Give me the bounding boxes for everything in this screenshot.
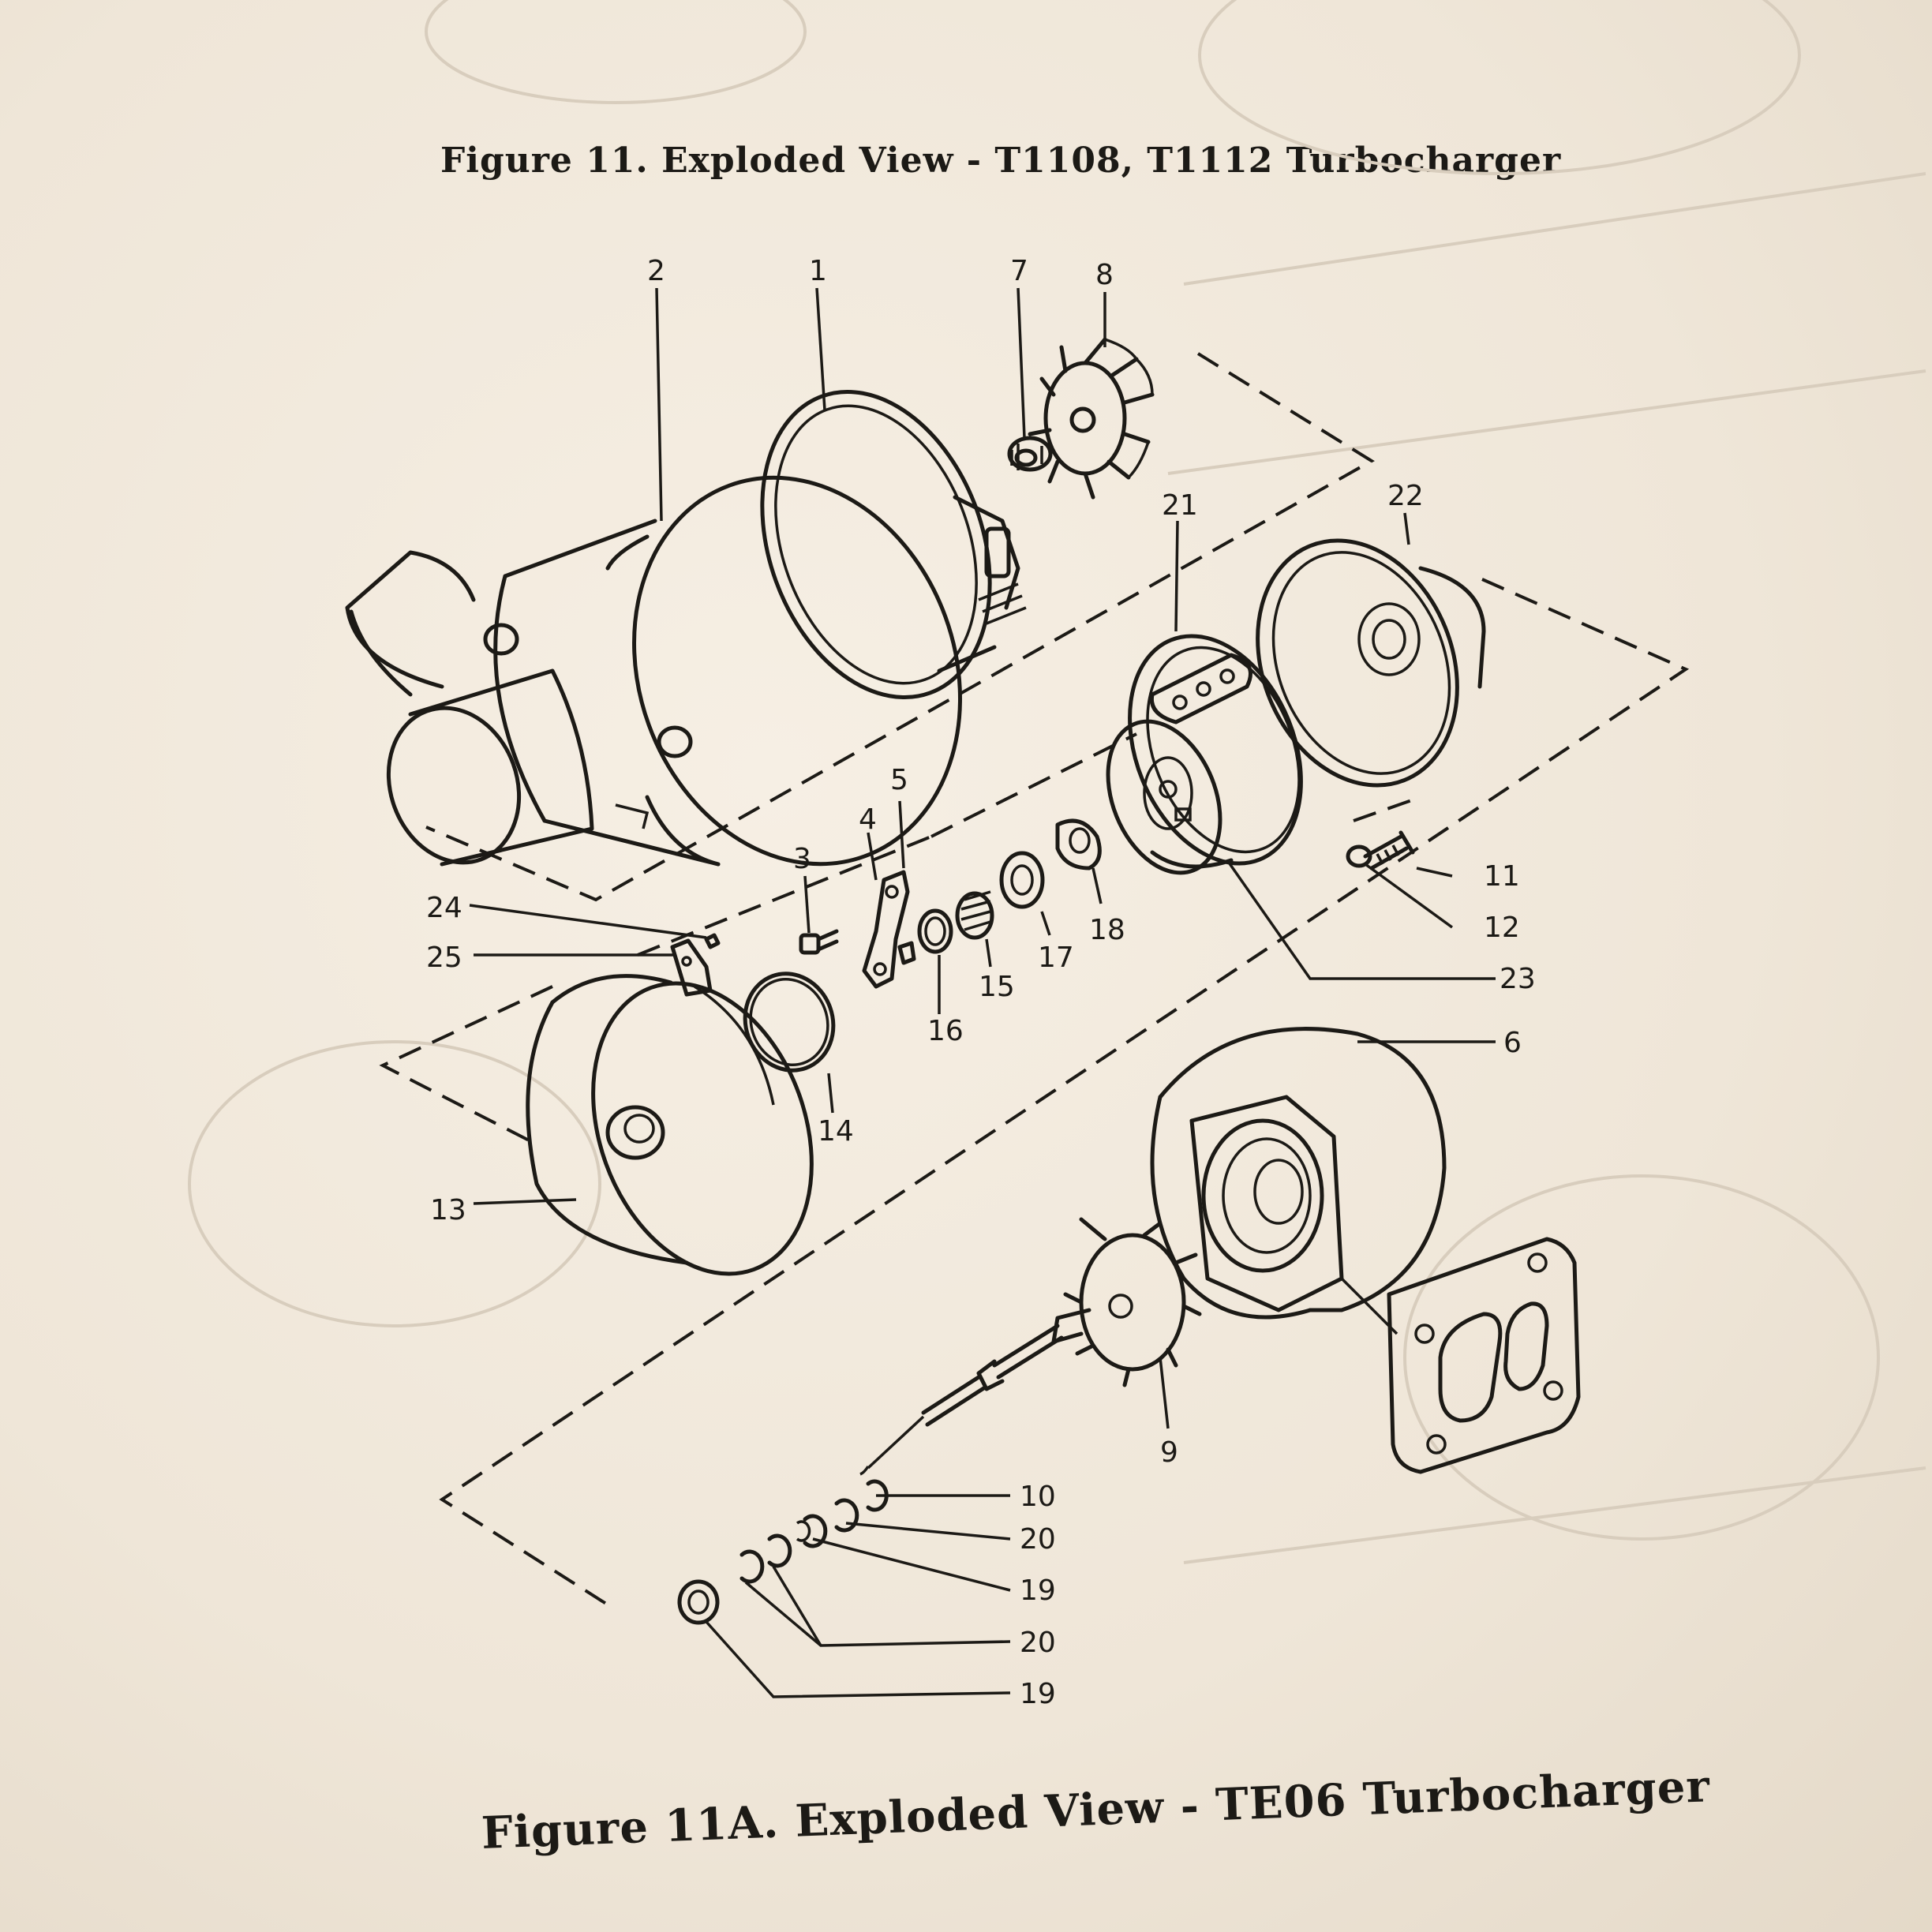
bolt-part-11 <box>1363 830 1415 871</box>
callout-7: 7 <box>1010 255 1028 287</box>
callout-19-upper: 19 <box>1020 1574 1056 1607</box>
callout-4: 4 <box>859 803 877 836</box>
plate-part-25 <box>670 938 713 997</box>
callout-14: 14 <box>818 1115 854 1148</box>
callout-1: 1 <box>809 255 827 287</box>
thrust-washer-part-20b <box>739 1533 792 1584</box>
callout-numbers: 2 1 7 8 21 22 3 4 5 24 25 16 15 17 18 14… <box>426 255 1536 1710</box>
ring-part-19a <box>796 1514 828 1548</box>
callout-19-lower: 19 <box>1020 1678 1056 1710</box>
callout-18: 18 <box>1089 914 1125 946</box>
turbine-wheel-shaft-part-9 <box>859 1217 1202 1476</box>
callout-16: 16 <box>927 1015 964 1047</box>
compressor-housing-part-2 <box>345 475 962 867</box>
screw-part-24 <box>704 933 721 949</box>
callout-3: 3 <box>793 843 811 875</box>
figure-11-caption: Figure 11. Exploded View - T1108, T1112 … <box>440 140 1562 181</box>
callout-13: 13 <box>430 1194 466 1226</box>
leader-lines <box>469 287 1496 1698</box>
thrust-washer-part-20a <box>834 1498 859 1533</box>
lock-plate-part-4 <box>862 870 910 989</box>
callout-8: 8 <box>1095 259 1114 291</box>
lock-washer-part-5 <box>897 941 916 965</box>
thrust-collar-part-16 <box>917 908 953 954</box>
callout-10: 10 <box>1020 1481 1056 1513</box>
callout-17: 17 <box>1038 942 1074 974</box>
thrust-bearing-part-15 <box>955 890 994 940</box>
callout-11: 11 <box>1484 860 1520 893</box>
turbine-shroud-part-22 <box>1256 538 1486 788</box>
callout-5: 5 <box>890 764 908 796</box>
callout-15: 15 <box>979 971 1015 1003</box>
compressor-wheel-part-8 <box>1028 337 1155 500</box>
callout-21: 21 <box>1162 489 1198 522</box>
seal-ring-part-14 <box>743 972 836 1073</box>
turbine-housing-part-6 <box>1150 1027 1581 1474</box>
callout-23: 23 <box>1500 963 1536 995</box>
oil-deflector-part-18 <box>1055 818 1102 871</box>
compressor-housing-part-13 <box>526 974 814 1276</box>
callout-25: 25 <box>426 942 462 974</box>
compressor-nut-part-7 <box>1007 436 1053 472</box>
callout-12: 12 <box>1484 912 1520 944</box>
bleed-through <box>188 0 1926 1564</box>
callout-20-lower: 20 <box>1020 1627 1056 1659</box>
callout-9: 9 <box>1160 1436 1178 1469</box>
ring-part-19b <box>677 1579 720 1625</box>
callout-20-upper: 20 <box>1020 1523 1056 1556</box>
spacer-part-17 <box>999 851 1045 909</box>
washer-part-12 <box>1346 844 1372 868</box>
backplate-part-21 <box>1106 634 1303 875</box>
callout-22: 22 <box>1387 480 1424 512</box>
bolt-part-3 <box>799 929 839 955</box>
callout-24: 24 <box>426 892 462 924</box>
v-band-clamp-part-1 <box>760 389 1027 700</box>
callout-2: 2 <box>647 255 665 287</box>
callout-6: 6 <box>1503 1027 1522 1059</box>
